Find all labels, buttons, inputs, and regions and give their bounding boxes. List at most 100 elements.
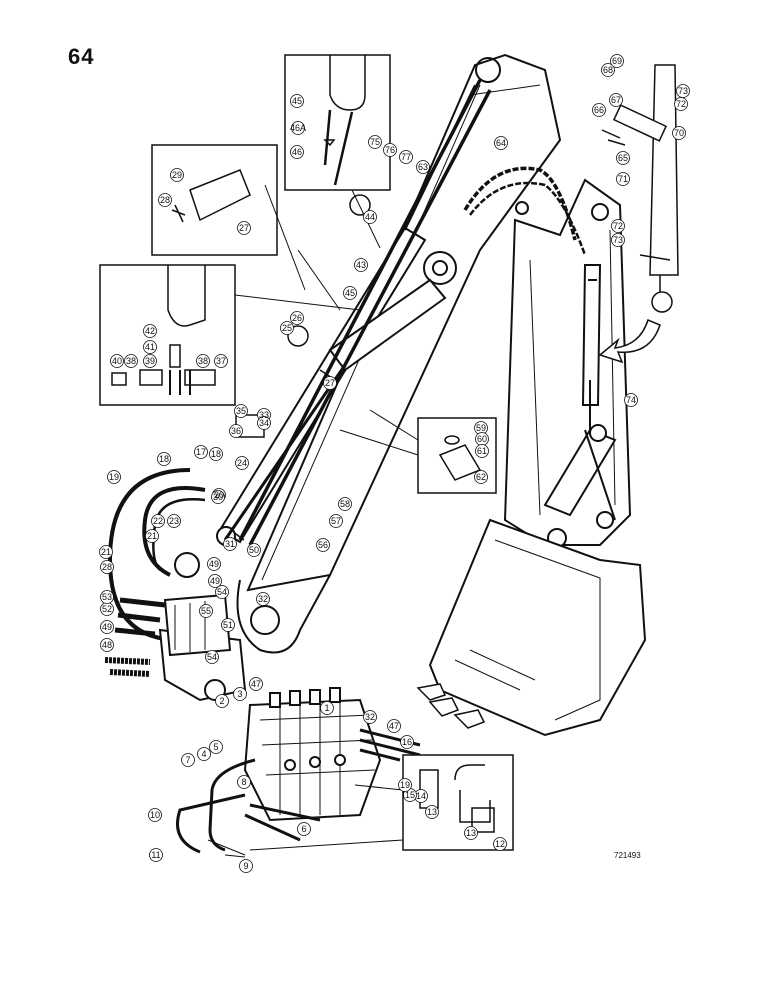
callout-ring xyxy=(145,529,159,543)
callout-69: 69 xyxy=(612,56,622,66)
callout-ring xyxy=(233,687,247,701)
callout-ring xyxy=(425,805,439,819)
callout-ring xyxy=(624,393,638,407)
bucket-linkage xyxy=(543,424,617,521)
callout-12: 12 xyxy=(495,839,505,849)
callout-72a: 72 xyxy=(676,99,686,109)
callout-ring xyxy=(368,135,382,149)
callout-ring xyxy=(148,808,162,822)
drawing-number: 721493 xyxy=(614,851,641,860)
callout-47a: 47 xyxy=(251,679,261,689)
callout-ring xyxy=(475,444,489,458)
callout-10: 10 xyxy=(150,810,160,820)
callout-13a: 13 xyxy=(427,807,437,817)
callout-75: 75 xyxy=(370,137,380,147)
callout-ring xyxy=(249,677,263,691)
callout-1: 1 xyxy=(324,703,329,713)
callout-37: 37 xyxy=(216,356,226,366)
bucket xyxy=(416,518,647,737)
callout-77: 77 xyxy=(401,152,411,162)
callout-ring xyxy=(316,538,330,552)
callout-9: 9 xyxy=(243,861,248,871)
pointer-arrow xyxy=(598,318,661,364)
callout-ring xyxy=(207,557,221,571)
callout-17: 17 xyxy=(196,447,206,457)
callout-74: 74 xyxy=(626,395,636,405)
callout-28b: 28 xyxy=(102,562,112,572)
callout-73a: 73 xyxy=(678,86,688,96)
callout-rings xyxy=(99,54,690,873)
callout-48: 48 xyxy=(102,640,112,650)
callout-ring xyxy=(124,354,138,368)
callout-26: 26 xyxy=(292,313,302,323)
callout-29: 29 xyxy=(172,170,182,180)
callout-13b: 13 xyxy=(466,828,476,838)
callout-ring xyxy=(143,354,157,368)
callout-ring xyxy=(221,618,235,632)
callout-ring xyxy=(237,775,251,789)
callout-27a: 27 xyxy=(239,223,249,233)
callout-3: 3 xyxy=(237,689,242,699)
callout-ring xyxy=(323,376,337,390)
callout-ring xyxy=(170,168,184,182)
callout-21b: 21 xyxy=(147,531,157,541)
callout-28a: 28 xyxy=(160,195,170,205)
callout-ring xyxy=(399,150,413,164)
callout-ring xyxy=(363,710,377,724)
callout-ring xyxy=(234,404,248,418)
valve-hoses xyxy=(176,728,421,854)
callout-45b: 45 xyxy=(345,288,355,298)
callout-ring xyxy=(493,837,507,851)
callout-39: 39 xyxy=(145,356,155,366)
callout-ring xyxy=(256,592,270,606)
callout-31: 31 xyxy=(225,539,235,549)
callout-70: 70 xyxy=(674,128,684,138)
callout-ring xyxy=(398,778,412,792)
callout-20: 20 xyxy=(214,490,224,500)
callout-45a: 45 xyxy=(292,96,302,106)
callout-ring xyxy=(181,753,195,767)
callout-ring xyxy=(99,545,113,559)
callout-67: 67 xyxy=(611,95,621,105)
callout-ring xyxy=(676,84,690,98)
callout-ring xyxy=(400,735,414,749)
callout-42: 42 xyxy=(145,326,155,336)
callout-ring xyxy=(616,172,630,186)
swing-casting xyxy=(158,552,247,702)
callout-ring xyxy=(280,321,294,335)
inset-cylinder-head xyxy=(284,54,391,191)
callout-ring xyxy=(110,354,124,368)
callout-57: 57 xyxy=(331,516,341,526)
callout-62: 62 xyxy=(476,472,486,482)
callout-ring xyxy=(199,604,213,618)
callout-ring xyxy=(387,719,401,733)
callout-ring xyxy=(592,103,606,117)
callout-ring xyxy=(609,93,623,107)
callout-ring xyxy=(209,447,223,461)
callout-ring xyxy=(107,470,121,484)
callout-ring xyxy=(100,560,114,574)
callout-ring xyxy=(474,470,488,484)
callout-60: 60 xyxy=(477,434,487,444)
callout-ring xyxy=(235,456,249,470)
callout-73b: 73 xyxy=(613,235,623,245)
callout-ring xyxy=(143,324,157,338)
callout-ring xyxy=(100,638,114,652)
callout-ring xyxy=(158,193,172,207)
callout-ring xyxy=(214,354,228,368)
callout-65: 65 xyxy=(618,153,628,163)
callout-11: 11 xyxy=(151,850,160,860)
callout-ring xyxy=(211,490,225,504)
callout-ring xyxy=(194,445,208,459)
callout-ring xyxy=(239,859,253,873)
callout-ring xyxy=(611,219,625,233)
swing-hoses xyxy=(104,468,206,677)
callout-ring xyxy=(464,826,478,840)
callout-21a: 21 xyxy=(101,547,111,557)
callout-7: 7 xyxy=(185,755,190,765)
callout-ring xyxy=(205,650,219,664)
callout-40: 40 xyxy=(112,356,122,366)
clamp-detail xyxy=(235,194,371,438)
callout-6: 6 xyxy=(301,824,306,834)
callout-ring xyxy=(291,121,305,135)
